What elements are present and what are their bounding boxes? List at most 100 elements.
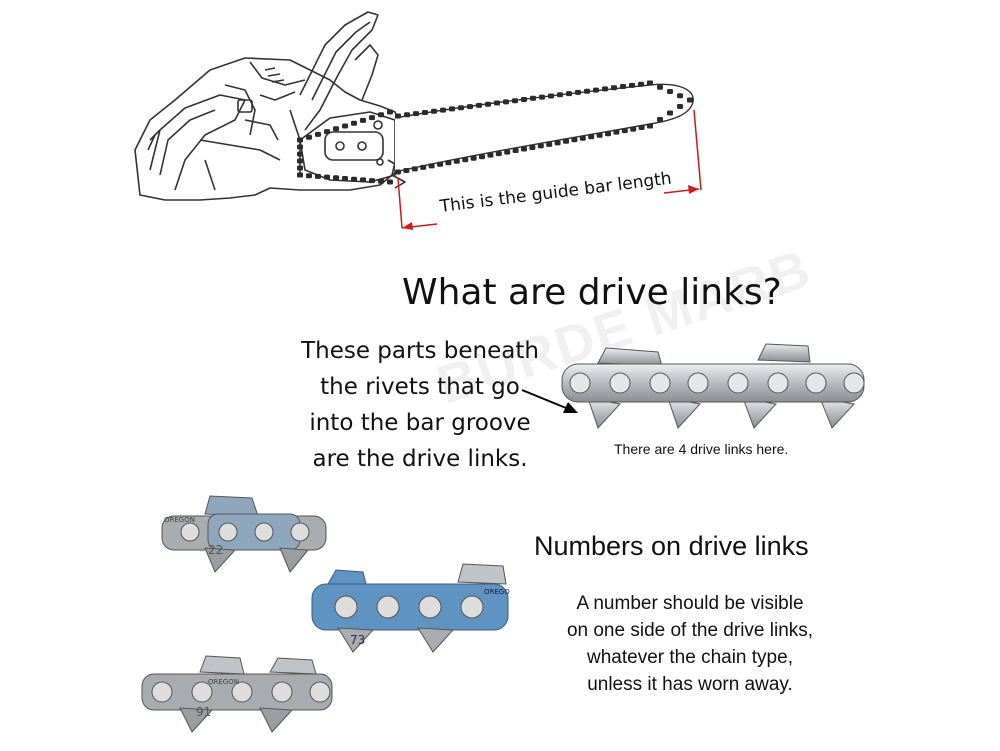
chain-link — [566, 91, 572, 97]
chain-link — [512, 148, 519, 153]
chain-link — [470, 155, 477, 161]
drive-link-pointer-arrowhead — [563, 402, 578, 413]
rivet — [376, 595, 400, 619]
chain-link — [647, 123, 653, 129]
chain-link — [476, 102, 482, 108]
rivet — [271, 681, 293, 703]
chain-link — [351, 120, 357, 126]
chain-link — [431, 108, 437, 114]
chain-link — [297, 151, 303, 157]
chain-link — [504, 149, 511, 155]
chain-22-brand: OREGON — [164, 516, 195, 524]
rivets — [569, 372, 865, 394]
chain-link — [485, 101, 491, 107]
numbers-line: whatever the chain type, — [587, 647, 793, 668]
chain-link — [554, 140, 561, 146]
chain-link — [462, 157, 469, 163]
bar-length-arrowhead-left — [402, 222, 413, 230]
chain-link — [306, 134, 312, 140]
chain-link — [647, 80, 653, 86]
chain-link — [602, 86, 608, 92]
chain-link — [629, 82, 635, 88]
chain-link — [521, 146, 527, 152]
chain-link — [333, 126, 339, 132]
rivet — [231, 681, 253, 703]
chain-73-brand: OREGON — [484, 588, 510, 596]
numbers-heading: Numbers on drive links — [534, 531, 809, 561]
rivet — [334, 595, 358, 619]
rivet — [309, 681, 331, 703]
chain-22-drive-tooth — [279, 547, 309, 573]
chain-link — [596, 132, 603, 138]
chain-link — [395, 169, 401, 175]
chain-link — [369, 115, 375, 121]
chain-link — [403, 168, 410, 173]
chainsaw-body — [134, 11, 406, 201]
rivet — [460, 595, 484, 619]
chain-link — [687, 97, 693, 103]
chain-link — [611, 85, 617, 91]
chain-link — [613, 129, 620, 135]
chain-link — [378, 112, 384, 118]
description-line: into the bar groove — [309, 410, 531, 436]
rivet — [218, 522, 238, 542]
chain-link — [378, 178, 384, 184]
chain-link — [584, 88, 590, 94]
rivet — [151, 681, 173, 703]
chain-link — [342, 123, 348, 129]
chain-link — [333, 175, 339, 181]
bar-length-arrowhead-right — [688, 185, 699, 194]
chain-link — [667, 89, 673, 94]
rivet — [609, 372, 631, 394]
chain-91-drive-tooth — [259, 707, 294, 733]
chain-link — [297, 158, 303, 164]
chain-73-cutter — [327, 569, 367, 585]
drive-links-caption: There are 4 drive links here. — [614, 441, 789, 457]
chain-link — [297, 172, 303, 178]
drive-links-chain-image — [561, 343, 865, 429]
rivet — [649, 372, 671, 394]
chain-link — [521, 97, 527, 102]
numbers-line: unless it has worn away. — [587, 674, 793, 695]
chain-link — [657, 84, 663, 90]
description-line: the rivets that go — [320, 374, 520, 400]
chain-link — [621, 128, 628, 134]
chain-link — [445, 160, 452, 166]
chain-link — [360, 117, 366, 123]
chain-link — [342, 176, 348, 181]
drive-link-teeth — [587, 397, 855, 429]
chain-link — [297, 165, 303, 171]
chain-link — [575, 89, 581, 95]
chain-91-number: 91 — [196, 705, 211, 719]
numbers-description: A number should be visible on one side o… — [540, 590, 840, 698]
chain-link — [638, 81, 644, 87]
rivet — [805, 372, 827, 394]
chain-link — [638, 125, 645, 130]
chain-link — [404, 112, 410, 118]
chain-link — [537, 143, 544, 149]
chain-link — [529, 145, 536, 150]
chain-link — [579, 135, 586, 141]
chain-91-drive-tooth — [179, 707, 214, 733]
chain-link — [458, 105, 464, 111]
chain-91-cutter — [199, 655, 245, 675]
chain-link — [324, 174, 330, 180]
chain-22-image: 22 OREGON — [161, 495, 327, 573]
chain-link — [479, 154, 485, 160]
chain-link — [297, 144, 303, 150]
chain-link — [369, 178, 375, 184]
chain-22-drive-tooth — [204, 547, 237, 573]
chain-link — [630, 126, 637, 132]
chain-link — [437, 161, 443, 167]
chain-link — [420, 164, 427, 170]
chain-91-brand: OREGON — [208, 678, 239, 686]
chain-link — [512, 98, 518, 104]
chain-link — [548, 93, 554, 99]
rivet — [254, 522, 274, 542]
chain-link — [539, 94, 545, 100]
chain-link — [453, 158, 460, 164]
drive-links-description: These parts beneath the rivets that go i… — [290, 333, 550, 477]
chain-link — [387, 179, 393, 185]
chain-link — [494, 100, 500, 106]
